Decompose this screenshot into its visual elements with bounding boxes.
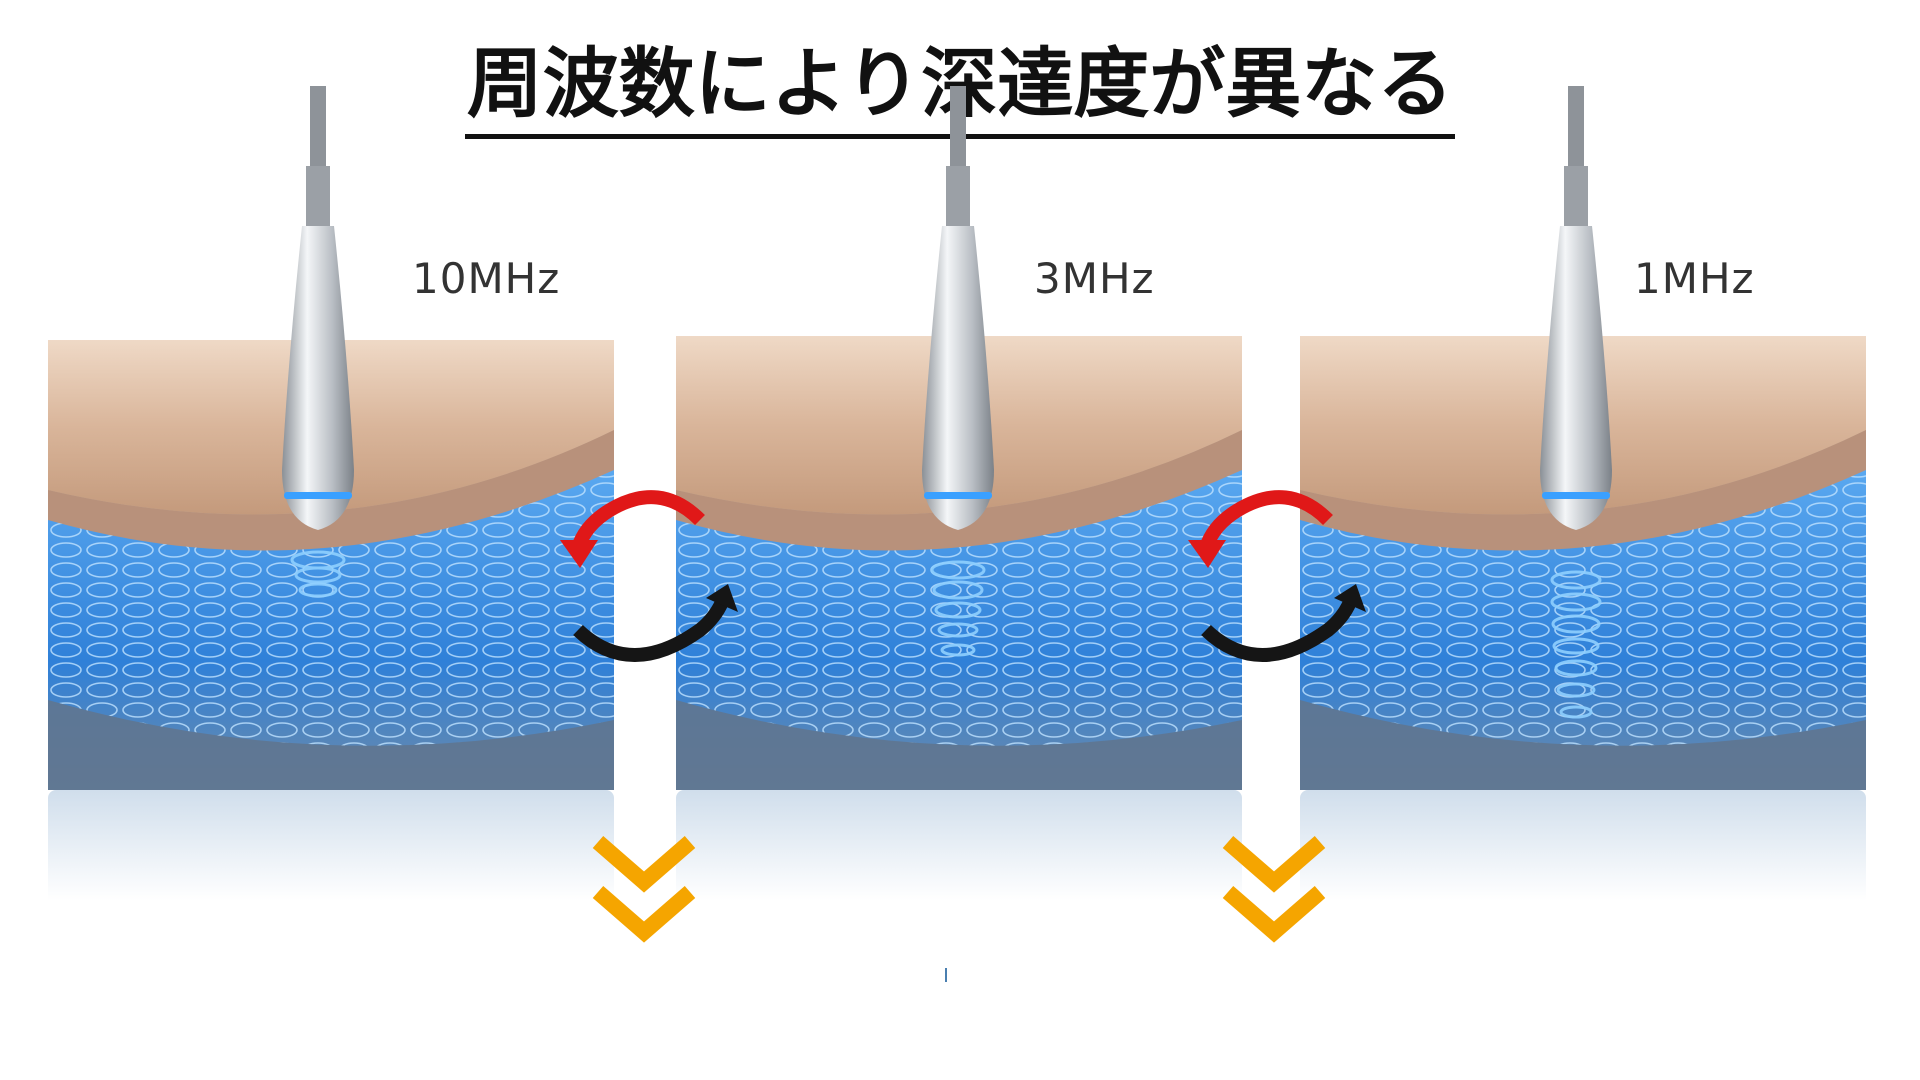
panel-reflection (1300, 790, 1866, 920)
probe (922, 86, 994, 530)
skin-cross-section-illustration (676, 86, 1242, 790)
ultrasound-wave (290, 550, 346, 598)
panel-10mhz: 10MHz (48, 0, 614, 960)
frequency-label: 3MHz (1034, 254, 1155, 303)
panel-reflection (48, 790, 614, 920)
frequency-label: 10MHz (412, 254, 561, 303)
ultrasound-wave (1550, 570, 1602, 719)
skin-cross-section-illustration (1300, 86, 1866, 790)
panel-reflection (676, 790, 1242, 920)
probe (1540, 86, 1612, 530)
panel-1mhz: 1MHz (1300, 0, 1866, 960)
frequency-label: 1MHz (1634, 254, 1755, 303)
ultrasound-wave (930, 560, 986, 657)
probe (282, 86, 354, 530)
skin-cross-section-illustration (48, 86, 614, 790)
panel-3mhz: 3MHz (676, 0, 1242, 960)
text-cursor-mark (945, 968, 947, 982)
